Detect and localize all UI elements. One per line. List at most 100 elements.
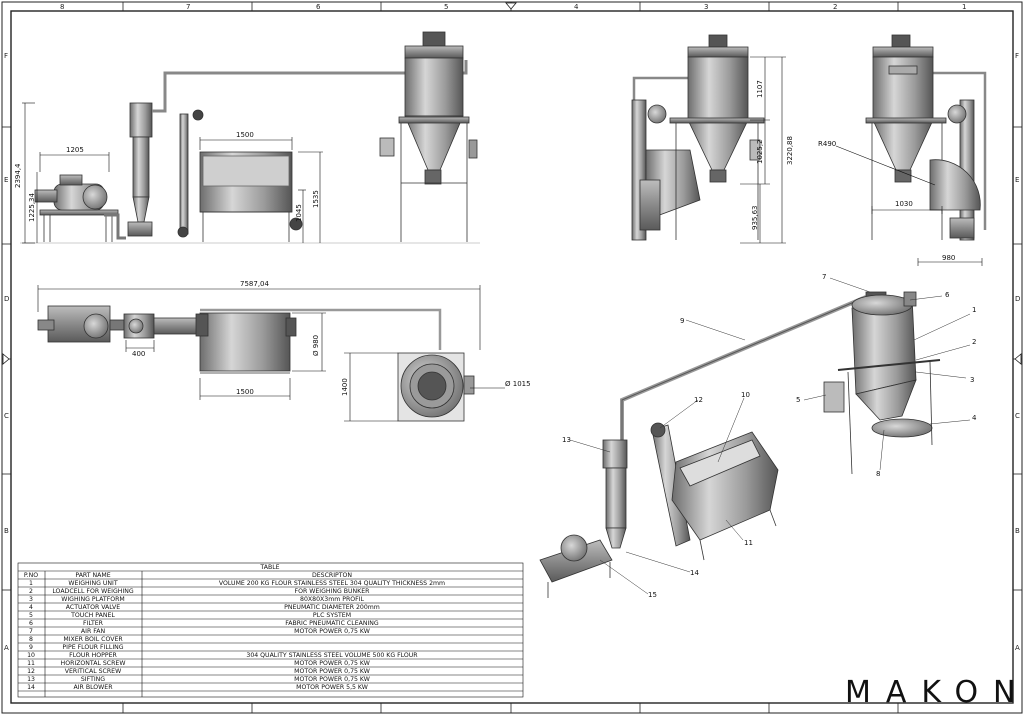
table-cell: PNEUMATIC DIAMETER 200mm bbox=[284, 604, 380, 611]
table-cell: 1 bbox=[29, 580, 33, 587]
callout-label: 9 bbox=[680, 317, 684, 325]
front-view-dimensions bbox=[22, 102, 323, 244]
zone-row-label: D bbox=[1015, 295, 1020, 303]
zone-row-label: C bbox=[4, 412, 9, 420]
table-cell: ACTUATOR VALVE bbox=[66, 604, 120, 611]
table-cell: 7 bbox=[29, 628, 33, 635]
table-cell: MOTOR POWER 0,75 KW bbox=[294, 660, 370, 667]
table-cell: WIGHING PLATFORM bbox=[61, 596, 125, 603]
table-header: DESCRIPTON bbox=[312, 572, 352, 579]
dimension-label: 1030 bbox=[895, 200, 913, 208]
table-cell: 6 bbox=[29, 620, 33, 627]
zone-col-label: 6 bbox=[316, 3, 321, 11]
dimension-label: 1400 bbox=[341, 378, 349, 396]
dimension-label: 1025,2 bbox=[756, 140, 764, 165]
part-callouts: 1 2 3 4 5 6 7 8 9 10 11 12 13 14 15 bbox=[562, 273, 977, 599]
dimension-label: 1107 bbox=[756, 80, 764, 98]
table-cell: 13 bbox=[27, 676, 35, 683]
table-cell: FILTER bbox=[83, 620, 104, 627]
callout-label: 2 bbox=[972, 338, 976, 346]
zone-col-label: 7 bbox=[186, 3, 190, 11]
side-view-dimensions bbox=[740, 56, 786, 244]
callout-label: 14 bbox=[690, 569, 699, 577]
table-cell: HORIZONTAL SCREW bbox=[61, 660, 126, 667]
table-cell: 8 bbox=[29, 636, 33, 643]
table-cell: 3 bbox=[29, 596, 33, 603]
callout-label: 4 bbox=[972, 414, 977, 422]
callout-label: 12 bbox=[694, 396, 703, 404]
callout-label: 6 bbox=[945, 291, 950, 299]
side-view bbox=[631, 34, 765, 241]
zone-col-label: 3 bbox=[704, 3, 708, 11]
zone-row-label: C bbox=[1015, 412, 1020, 420]
zone-row-label: E bbox=[4, 176, 8, 184]
callout-label: 13 bbox=[562, 436, 571, 444]
flour-hopper bbox=[199, 151, 303, 242]
table-cell: 11 bbox=[27, 660, 35, 667]
dimension-label: 3220,88 bbox=[786, 136, 794, 165]
table-cell: FABRIC PNEUMATIC CLEANING bbox=[285, 620, 379, 627]
table-cell: 4 bbox=[29, 604, 33, 611]
dimension-label: 980 bbox=[942, 254, 955, 262]
callout-label: 5 bbox=[796, 396, 800, 404]
table-cell: 12 bbox=[27, 668, 35, 675]
zone-row-label: B bbox=[1015, 527, 1020, 535]
zone-row-label: E bbox=[1015, 176, 1019, 184]
dimension-label: R490 bbox=[818, 140, 836, 148]
table-cell: VOLUME 200 KG FLOUR STAINLESS STEEL 304 … bbox=[219, 580, 445, 587]
table-cell: MOTOR POWER 0,75 KW bbox=[294, 668, 370, 675]
dimension-label: 1225,34 bbox=[28, 193, 36, 222]
dimension-label: 7587,04 bbox=[240, 280, 269, 288]
table-cell: AIR BLOWER bbox=[74, 684, 114, 691]
zone-row-label: A bbox=[4, 644, 9, 652]
zone-col-label: 2 bbox=[833, 3, 837, 11]
dimension-label: Ø 1015 bbox=[505, 380, 531, 388]
parts-table bbox=[17, 562, 524, 698]
zone-col-label: 5 bbox=[444, 3, 448, 11]
table-cell: PIPE FLOUR FILLING bbox=[62, 644, 123, 651]
table-cell: MOTOR POWER 0,75 KW bbox=[294, 676, 370, 683]
callout-label: 10 bbox=[741, 391, 750, 399]
table-cell: MOTOR POWER 0,75 KW bbox=[294, 628, 370, 635]
weighing-unit bbox=[379, 31, 478, 242]
table-cell: 14 bbox=[27, 684, 35, 691]
zone-row-label: D bbox=[4, 295, 9, 303]
air-blower bbox=[34, 174, 119, 242]
table-cell: 9 bbox=[29, 644, 33, 651]
zone-col-label: 4 bbox=[574, 3, 579, 11]
dimension-label: 935,63 bbox=[751, 206, 759, 231]
table-title: TABLE bbox=[259, 564, 279, 571]
table-cell: 80X80X3mm PROFIL bbox=[300, 596, 364, 603]
table-cell: 304 QUALITY STAINLESS STEEL VOLUME 500 K… bbox=[246, 652, 418, 659]
zone-labels: 8 7 6 5 4 3 2 1 F E D C B A F E D C B A bbox=[4, 3, 1020, 652]
dimension-label: 1205 bbox=[66, 146, 84, 154]
parts-table-text: TABLE P.NO PART NAME DESCRIPTON 1 WEIGHI… bbox=[24, 564, 445, 691]
callout-label: 15 bbox=[648, 591, 657, 599]
table-cell: SIFTING bbox=[81, 676, 105, 683]
table-cell: 2 bbox=[29, 588, 33, 595]
rear-view-dimensions bbox=[835, 145, 983, 266]
table-cell: LOADCELL FOR WEIGHING bbox=[52, 588, 134, 595]
table-cell: 10 bbox=[27, 652, 35, 659]
dimension-label: 400 bbox=[132, 350, 145, 358]
callout-label: 1 bbox=[972, 306, 976, 314]
sifting-cyclone bbox=[127, 102, 153, 237]
dimension-label: 1500 bbox=[236, 388, 254, 396]
zone-col-label: 1 bbox=[962, 3, 966, 11]
plan-view bbox=[37, 305, 475, 422]
dimension-label: Ø 980 bbox=[312, 335, 320, 356]
dimension-label: 1500 bbox=[236, 131, 254, 139]
dimension-label: 2394,4 bbox=[14, 163, 22, 188]
table-cell: VERITICAL SCREW bbox=[65, 668, 121, 675]
table-header: P.NO bbox=[24, 572, 38, 579]
table-cell: MIXER BOIL COVER bbox=[63, 636, 123, 643]
table-cell: MOTOR POWER 5,5 KW bbox=[296, 684, 368, 691]
rear-view bbox=[865, 34, 987, 241]
isometric-assembly bbox=[539, 291, 941, 598]
callout-label: 8 bbox=[876, 470, 880, 478]
table-header: PART NAME bbox=[75, 572, 110, 579]
callout-label: 7 bbox=[822, 273, 826, 281]
table-cell: FOR WEIGHING BUNKER bbox=[295, 588, 371, 595]
